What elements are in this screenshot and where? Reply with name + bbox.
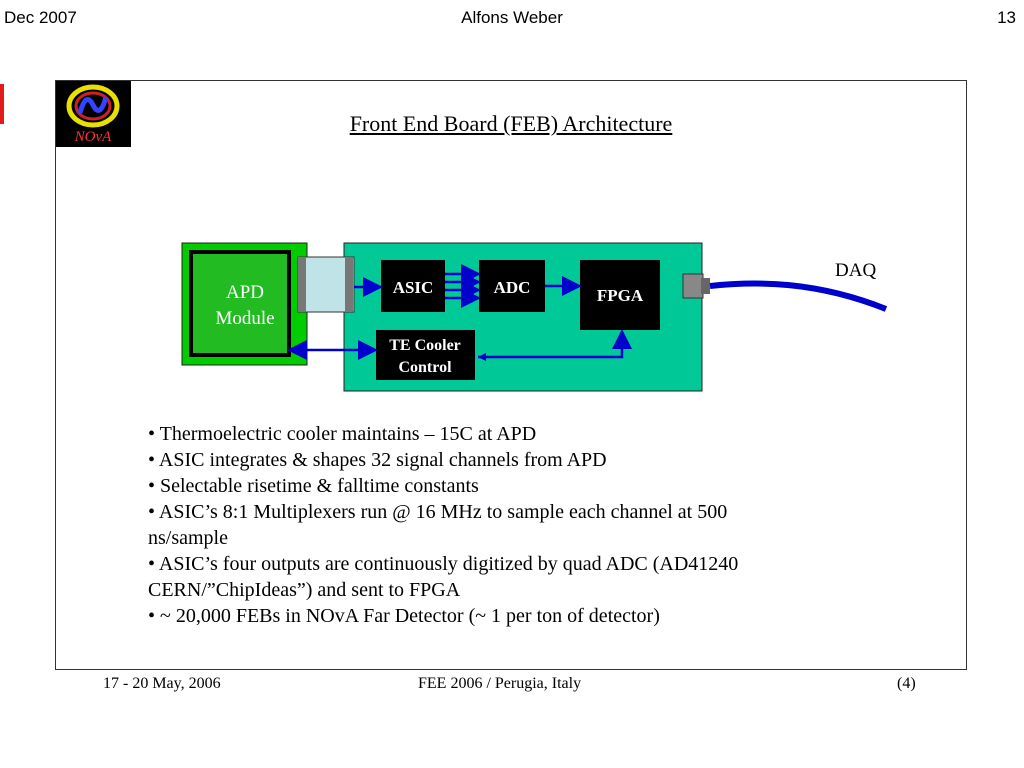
slide-frame: NOvA Front End Board (FEB) Architecture … <box>55 80 967 670</box>
bullet-item: • ASIC’s 8:1 Multiplexers run @ 16 MHz t… <box>148 501 728 523</box>
header-author: Alfons Weber <box>461 8 563 27</box>
te-cooler-line2: Control <box>398 359 452 376</box>
apd-label-line2: Module <box>215 308 274 329</box>
daq-cable <box>709 280 888 312</box>
footer-date: 17 - 20 May, 2006 <box>103 675 221 692</box>
connector-right-edge <box>345 257 353 312</box>
te-cooler-box <box>376 330 475 380</box>
asic-chip <box>381 260 445 312</box>
nova-logo: NOvA <box>56 81 131 147</box>
cooler-fpga-arrow <box>478 329 632 359</box>
red-edge-mark <box>0 84 4 124</box>
adc-label: ADC <box>494 278 531 297</box>
logo-text: NOvA <box>74 129 112 145</box>
nova-logo-graphic: NOvA <box>66 84 120 145</box>
bullet-item-continuation: ns/sample <box>148 527 228 549</box>
footer-venue: FEE 2006 / Perugia, Italy <box>418 675 582 692</box>
cooler-fpga-arrow-start <box>478 353 486 361</box>
feb-block-diagram: APD Module ASIC ADC FPGA TE Cooler Contr… <box>181 242 888 392</box>
bullet-item-continuation: CERN/”ChipIdeas”) and sent to FPGA <box>148 579 461 601</box>
header-date: Dec 2007 <box>4 8 77 27</box>
adc-chip <box>479 260 545 312</box>
fpga-label: FPGA <box>597 286 644 305</box>
header-page-number: 13 <box>997 8 1016 27</box>
asic-label: ASIC <box>393 278 434 297</box>
bullet-item: • Thermoelectric cooler maintains – 15C … <box>148 423 537 445</box>
bullet-item: • Selectable risetime & falltime constan… <box>148 475 479 497</box>
apd-module-box <box>189 250 291 357</box>
daq-label: DAQ <box>835 260 876 281</box>
daq-connector <box>682 273 704 299</box>
bullet-item: • ~ 20,000 FEBs in NOvA Far Detector (~ … <box>148 605 660 627</box>
footer-slide-number: (4) <box>897 675 916 692</box>
bullet-list: • Thermoelectric cooler maintains – 15C … <box>148 421 868 629</box>
te-cooler-line1: TE Cooler <box>389 337 461 354</box>
bullet-item: • ASIC’s four outputs are continuously d… <box>148 553 739 575</box>
connector-left-edge <box>298 257 306 312</box>
fpga-chip <box>580 260 660 330</box>
bullet-item: • ASIC integrates & shapes 32 signal cha… <box>148 449 607 471</box>
slide-title: Front End Board (FEB) Architecture <box>349 111 673 136</box>
daq-connector-tip <box>701 278 710 294</box>
apd-label-line1: APD <box>226 282 264 303</box>
